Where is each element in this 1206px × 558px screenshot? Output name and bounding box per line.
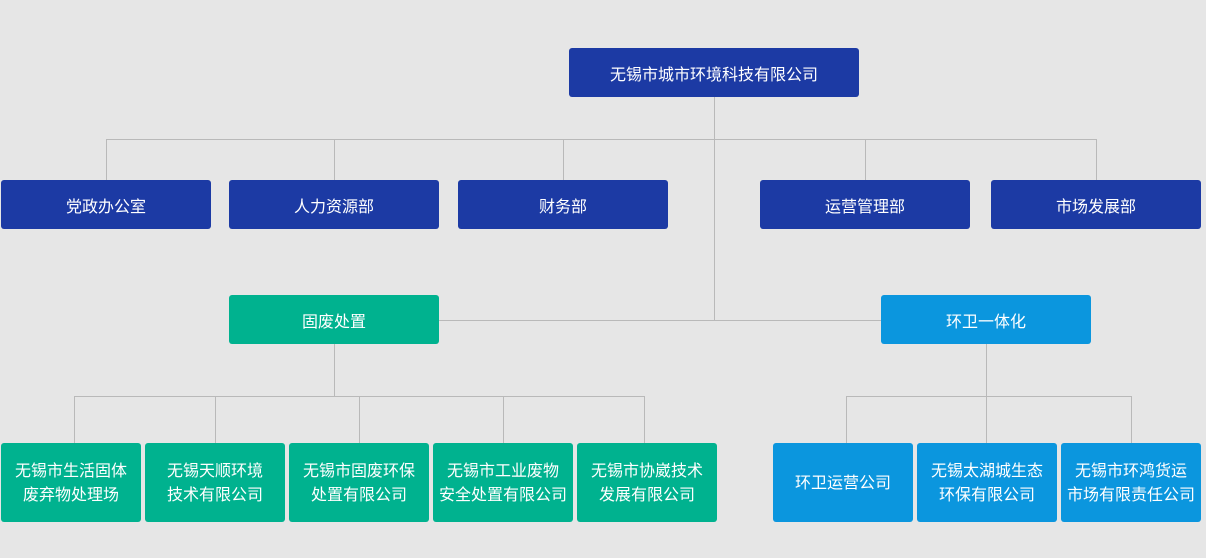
department-node-hr: 人力资源部 xyxy=(229,180,439,229)
company-name-line-2: 发展有限公司 xyxy=(598,484,695,504)
company-name-line-1: 无锡市工业废物 xyxy=(446,460,559,480)
company-node-san-2: 无锡太湖城生态 环保有限公司 xyxy=(917,443,1057,522)
company-name-line-2: 市场有限责任公司 xyxy=(1067,484,1196,504)
connector-root-trunk xyxy=(714,97,715,320)
company-node-sw-1: 无锡市生活固体 废弃物处理场 xyxy=(1,443,141,522)
connector-sw-5 xyxy=(644,396,645,443)
company-name-line-2: 处置有限公司 xyxy=(310,484,407,504)
company-name-line-1: 无锡天顺环境 xyxy=(166,460,263,480)
connector-sw-3 xyxy=(359,396,360,443)
division-node-solid-waste: 固废处置 xyxy=(229,295,439,344)
division-node-sanitation: 环卫一体化 xyxy=(881,295,1091,344)
root-company-label: 无锡市城市环境科技有限公司 xyxy=(609,64,818,84)
connector-san-3 xyxy=(1131,396,1132,443)
department-node-finance: 财务部 xyxy=(458,180,668,229)
department-node-operations: 运营管理部 xyxy=(760,180,970,229)
connector-sw-4 xyxy=(503,396,504,443)
connector-department-bar xyxy=(106,139,1096,140)
department-label: 运营管理部 xyxy=(824,196,905,216)
connector-dept-1 xyxy=(106,139,107,180)
connector-san-2 xyxy=(986,396,987,443)
department-node-marketing: 市场发展部 xyxy=(991,180,1201,229)
connector-dept-5 xyxy=(1096,139,1097,180)
company-node-sw-3: 无锡市固废环保 处置有限公司 xyxy=(289,443,429,522)
connector-division-bar xyxy=(438,320,882,321)
company-name-line-2: 技术有限公司 xyxy=(166,484,263,504)
connector-sanitation-bar xyxy=(846,396,1132,397)
department-label: 市场发展部 xyxy=(1055,196,1136,216)
company-name-line-1: 无锡市环鸿货运 xyxy=(1074,460,1187,480)
company-name-line-1: 无锡市生活固体 xyxy=(14,460,127,480)
company-name-line-1: 无锡市固废环保 xyxy=(302,460,415,480)
connector-san-1 xyxy=(846,396,847,443)
company-node-san-1: 环卫运营公司 xyxy=(773,443,913,522)
connector-sw-2 xyxy=(215,396,216,443)
connector-dept-3 xyxy=(563,139,564,180)
division-label: 固废处置 xyxy=(301,311,366,331)
root-company-node: 无锡市城市环境科技有限公司 xyxy=(569,48,859,97)
company-name-line-2: 废弃物处理场 xyxy=(22,484,119,504)
company-name-line-2: 环保有限公司 xyxy=(938,484,1035,504)
company-name-line-2: 安全处置有限公司 xyxy=(439,484,568,504)
company-name-line-1: 无锡太湖城生态 xyxy=(930,460,1043,480)
connector-sw-1 xyxy=(74,396,75,443)
company-node-sw-5: 无锡市协崴技术 发展有限公司 xyxy=(577,443,717,522)
connector-sanitation-trunk xyxy=(986,344,987,396)
company-node-sw-4: 无锡市工业废物 安全处置有限公司 xyxy=(433,443,573,522)
connector-solid-waste-trunk xyxy=(334,344,335,396)
department-node-party-office: 党政办公室 xyxy=(1,180,211,229)
company-node-sw-2: 无锡天顺环境 技术有限公司 xyxy=(145,443,285,522)
division-label: 环卫一体化 xyxy=(945,311,1026,331)
connector-dept-4 xyxy=(865,139,866,180)
company-name-line-1: 环卫运营公司 xyxy=(794,472,891,492)
company-node-san-3: 无锡市环鸿货运 市场有限责任公司 xyxy=(1061,443,1201,522)
department-label: 财务部 xyxy=(538,196,587,216)
department-label: 人力资源部 xyxy=(293,196,374,216)
connector-dept-2 xyxy=(334,139,335,180)
company-name-line-1: 无锡市协崴技术 xyxy=(590,460,703,480)
department-label: 党政办公室 xyxy=(65,196,146,216)
